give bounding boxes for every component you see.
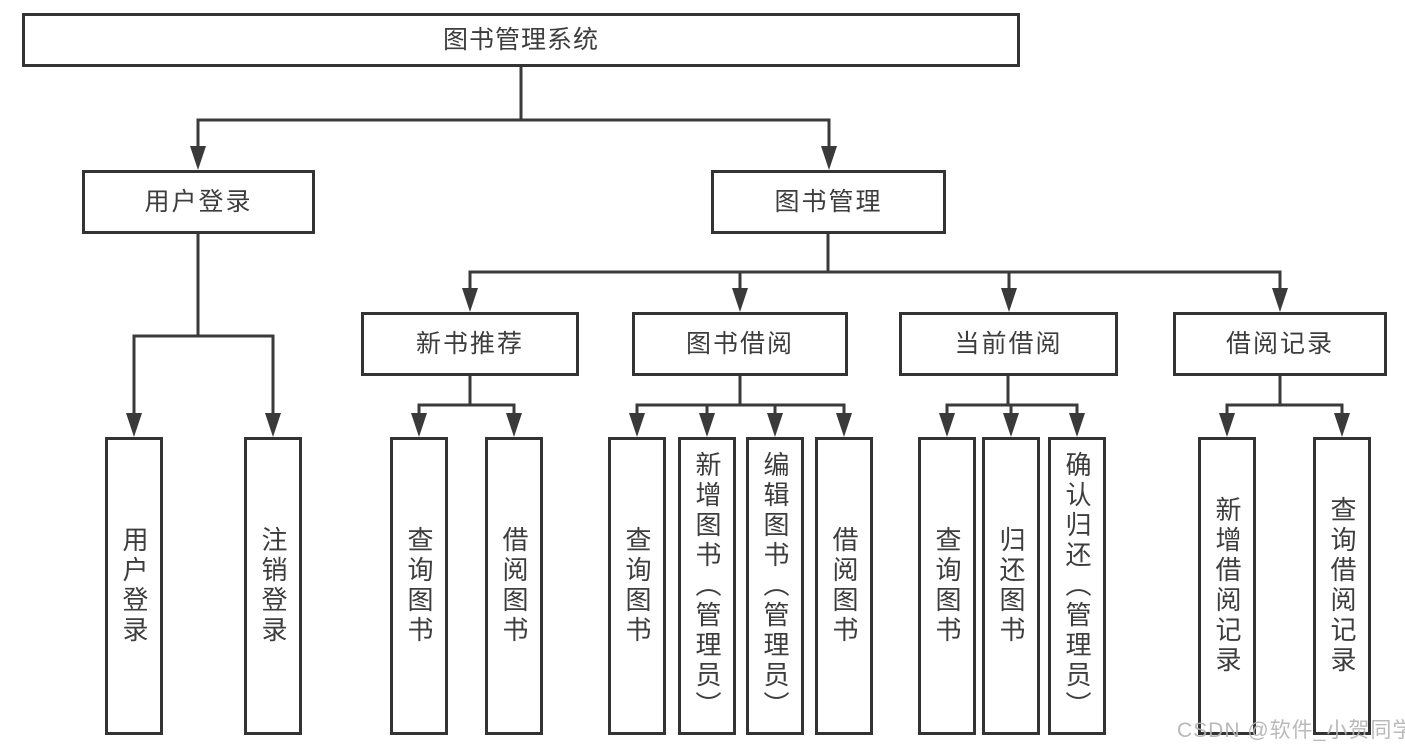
node-library-management-system: 图书管理系统 [22,13,1020,67]
node-book-management: 图书管理 [711,170,946,234]
leaf-borrowing-borrow-books: 借阅图书 [815,437,873,735]
leaf-borrowing-add-books-admin: 新增图书（管理员） [678,437,736,735]
arrowheads [126,146,1350,437]
leaf-user-login: 用户登录 [105,437,163,735]
node-book-borrowing: 图书借阅 [632,312,848,376]
node-user-login: 用户登录 [82,170,315,234]
leaf-current-return-books: 归还图书 [982,437,1040,735]
leaf-current-query-books: 查询图书 [918,437,976,735]
leaf-newbook-query-books: 查询图书 [390,437,448,735]
csdn-watermark: CSDN @软件_小贺同学 [1177,719,1405,742]
leaf-borrowing-edit-books-admin: 编辑图书（管理员） [746,437,804,735]
leaf-records-query-borrow-record: 查询借阅记录 [1313,437,1371,735]
leaf-logout: 注销登录 [244,437,302,735]
leaf-records-add-borrow-record: 新增借阅记录 [1198,437,1256,735]
leaf-borrowing-query-books: 查询图书 [608,437,666,735]
node-borrowing-records: 借阅记录 [1173,312,1387,376]
leaf-current-confirm-return-admin: 确认归还（管理员） [1048,437,1106,735]
node-current-borrowing: 当前借阅 [899,312,1118,376]
leaf-newbook-borrow-books: 借阅图书 [485,437,543,735]
node-new-book-recommendation: 新书推荐 [361,312,579,376]
